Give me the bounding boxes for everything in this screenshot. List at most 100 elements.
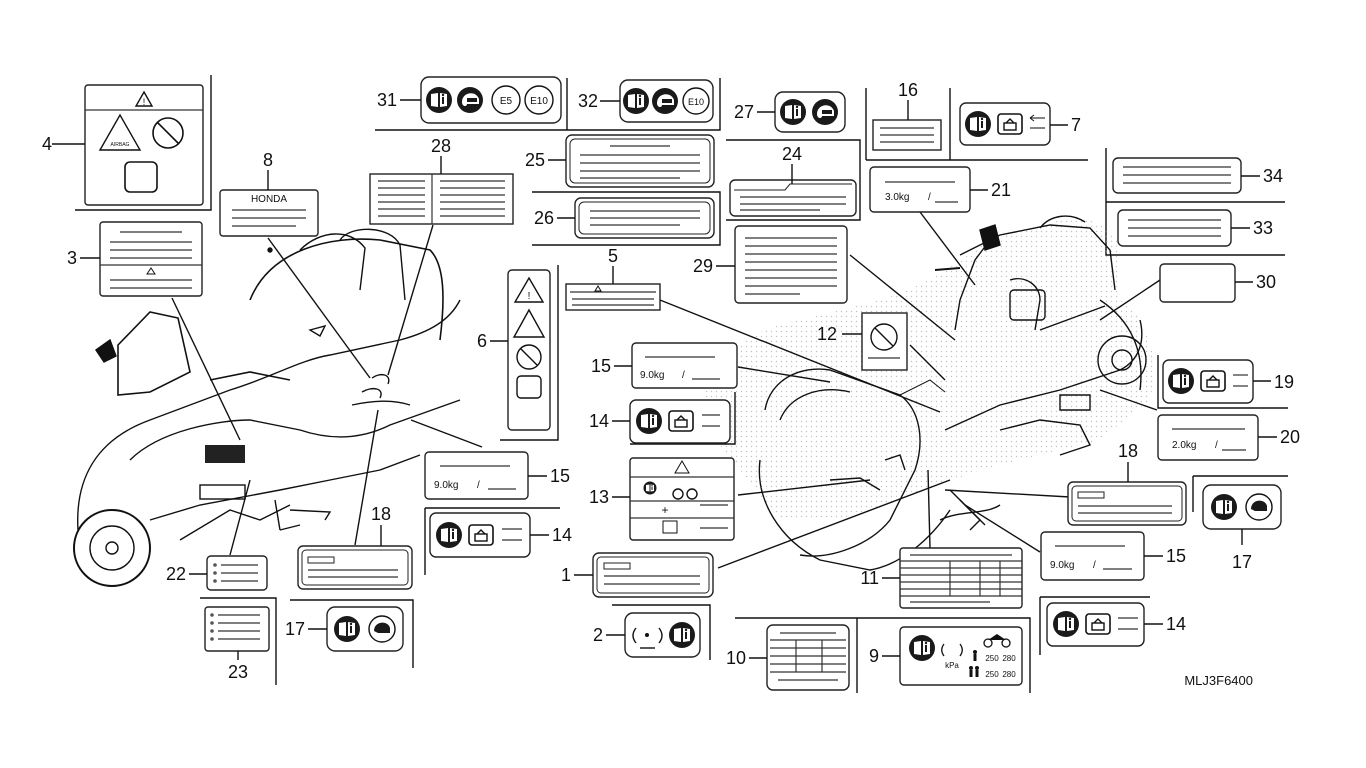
svg-text:/: /: [1215, 440, 1218, 451]
label-34: 34: [1112, 157, 1283, 194]
label-9: kPa 250 280 250 280 9: [869, 626, 1023, 686]
label-18-left: 18: [297, 504, 413, 590]
callout-5: 5: [608, 246, 618, 266]
leader-lines: [171, 211, 1161, 569]
callout-15-a: 15: [591, 356, 611, 376]
callout-28: 28: [431, 136, 451, 156]
label-17-right: 17: [1202, 484, 1282, 572]
callout-34: 34: [1263, 166, 1283, 186]
callout-6: 6: [477, 331, 487, 351]
svg-text:E5: E5: [500, 96, 513, 107]
label-6: ! 6: [477, 269, 551, 431]
label-7: 7: [959, 102, 1081, 146]
label-13: + 13: [589, 457, 735, 541]
label-27: 27: [734, 91, 846, 133]
callout-25: 25: [525, 150, 545, 170]
callout-16: 16: [898, 80, 918, 100]
label-20: 2.0kg / 20: [1157, 414, 1300, 461]
svg-text:+: +: [661, 503, 668, 517]
label-33: 33: [1117, 209, 1273, 247]
svg-text:E10: E10: [688, 97, 704, 107]
callout-21: 21: [991, 180, 1011, 200]
svg-text:280: 280: [1002, 654, 1016, 663]
callout-9: 9: [869, 646, 879, 666]
label-4: ! AIRBAG 4: [42, 84, 204, 206]
svg-text:kPa: kPa: [945, 661, 959, 670]
label-14-mid: 14: [589, 399, 731, 444]
label-2: 2: [593, 612, 701, 658]
label-8: HONDA 8: [219, 150, 319, 237]
svg-text:AIRBAG: AIRBAG: [111, 142, 130, 148]
callout-12: 12: [817, 324, 837, 344]
callout-14-b: 14: [552, 525, 572, 545]
label-3: 3: [67, 221, 203, 297]
label-23: 23: [204, 606, 270, 682]
label-12: 12: [817, 312, 908, 371]
callout-7: 7: [1071, 115, 1081, 135]
callout-4: 4: [42, 134, 52, 154]
callout-24: 24: [782, 144, 802, 164]
svg-text:HONDA: HONDA: [251, 194, 287, 205]
label-25: 25: [525, 134, 715, 188]
callout-27: 27: [734, 102, 754, 122]
callout-32: 32: [578, 91, 598, 111]
callout-10: 10: [726, 648, 746, 668]
callout-15-c: 15: [1166, 546, 1186, 566]
label-15-upper: 9.0kg / 15: [591, 342, 738, 389]
callout-33: 33: [1253, 218, 1273, 238]
left-motorcycle: [73, 228, 461, 587]
callout-22: 22: [166, 564, 186, 584]
svg-text:!: !: [528, 291, 531, 302]
callout-29: 29: [693, 256, 713, 276]
callout-14-a: 14: [589, 411, 609, 431]
label-11: 11: [860, 547, 1023, 609]
callout-19: 19: [1274, 372, 1294, 392]
callout-8: 8: [263, 150, 273, 170]
svg-text:/: /: [682, 370, 685, 381]
label-5: 5: [565, 246, 661, 311]
callout-17-b: 17: [1232, 552, 1252, 572]
callout-1: 1: [561, 565, 571, 585]
label-14-left: 14: [429, 512, 572, 558]
label-28: 28: [369, 136, 514, 225]
diagram-code: MLJ3F6400: [1184, 673, 1253, 688]
label-1: 1: [561, 552, 714, 598]
callout-14-c: 14: [1166, 614, 1186, 634]
callout-23: 23: [228, 662, 248, 682]
callout-13: 13: [589, 487, 609, 507]
label-31: E5 E10 31: [377, 76, 562, 124]
svg-text:250: 250: [985, 654, 999, 663]
label-30: 30: [1159, 263, 1276, 303]
callout-11: 11: [860, 568, 879, 588]
svg-text:9.0kg: 9.0kg: [640, 370, 664, 381]
callout-30: 30: [1256, 272, 1276, 292]
callout-2: 2: [593, 625, 603, 645]
callout-18-a: 18: [371, 504, 391, 524]
label-32: E10 32: [578, 79, 714, 123]
separator-lines: [75, 75, 1288, 693]
label-19: 19: [1162, 359, 1294, 404]
callout-31: 31: [377, 90, 397, 110]
callout-26: 26: [534, 208, 554, 228]
callout-20: 20: [1280, 427, 1300, 447]
svg-text:250: 250: [985, 670, 999, 679]
label-24: 24: [729, 144, 857, 217]
svg-text:3.0kg: 3.0kg: [885, 192, 909, 203]
svg-text:9.0kg: 9.0kg: [434, 480, 458, 491]
label-15-left: 9.0kg / 15: [424, 451, 570, 500]
callout-15-b: 15: [550, 466, 570, 486]
label-14-right: 14: [1046, 602, 1186, 647]
label-22: 22: [166, 555, 268, 591]
svg-text:/: /: [1093, 560, 1096, 571]
label-26: 26: [534, 197, 715, 239]
label-17-left: 17: [285, 606, 404, 652]
svg-text:!: !: [143, 97, 146, 107]
callout-3: 3: [67, 248, 77, 268]
svg-text:E10: E10: [530, 96, 548, 107]
label-16: 16: [872, 80, 942, 151]
svg-text:280: 280: [1002, 670, 1016, 679]
label-10: 10: [726, 624, 850, 691]
svg-text:/: /: [477, 480, 480, 491]
callout-17-a: 17: [285, 619, 305, 639]
